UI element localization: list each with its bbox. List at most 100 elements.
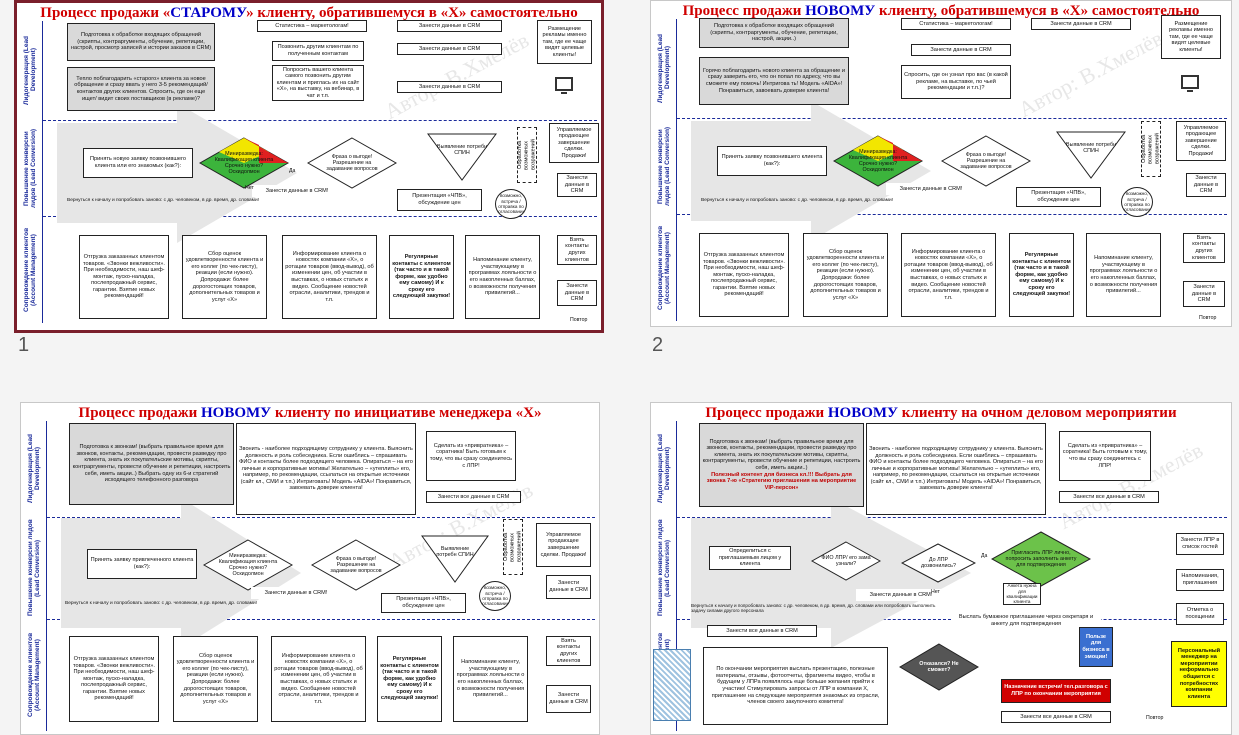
appointment-box: Назначение встречи/ тел.разговора с ЛПР … (1001, 679, 1111, 703)
take-contacts-box: Взять контакты других клиентов (546, 636, 591, 666)
attendance-box: Отметка о посещении (1176, 603, 1224, 625)
regular-contacts-box: Регулярные контакты с клиентом (так част… (1009, 233, 1074, 317)
slide-thumbnail-1[interactable]: Процесс продажи «СТАРОМУ» клиенту, обрат… (14, 0, 604, 333)
slide-thumbnail-2[interactable]: Процесс продажи НОВОМУ клиенту, обративш… (650, 0, 1232, 327)
lane-separator (47, 517, 595, 518)
prep-calls-box: Подготовка к звонкам! (выбрать правильно… (699, 423, 864, 507)
after-event-box: По окончании мероприятия выслать презент… (703, 647, 888, 725)
spin-triangle: Выявление потребн СПИН (427, 133, 497, 181)
yes-label: Да (981, 553, 988, 559)
lane-label-lead: Лидогенерация (Lead Development) (23, 35, 37, 105)
lane-separator (43, 120, 597, 121)
take-contacts-box: Взять контакты других клиентов (557, 235, 597, 265)
meeting-circle: возможно, встреча / отправка по согласов… (1121, 187, 1153, 217)
crm-box: Занести данные в CRM (1183, 281, 1225, 307)
benefit-phrase-diamond: Фраза о выгоде! Разрешение на задавание … (311, 539, 401, 591)
mini-recon-diamond: Минирaзведка: Квалификация клиента Срочн… (199, 137, 289, 189)
prep-box: Подготовка к обработке входящих обращени… (67, 23, 215, 61)
regular-contacts-box: Регулярные контакты с клиентом (так част… (389, 235, 454, 319)
slide-title: Процесс продажи НОВОМУ клиенту на очном … (705, 405, 1177, 421)
lane-separator (43, 216, 597, 217)
repeat-label: Повтор (570, 317, 588, 323)
accept-request-box: Принять заявку позвонившего клиента (как… (717, 146, 827, 176)
yes-label: Да (289, 168, 296, 174)
lane-label-lead: Лидогенерация (Lead Development) (657, 433, 671, 504)
accept-request-box: Принять заявку привлеченного клиента (ка… (87, 549, 197, 579)
accept-request-box: Принять новую заявку позвонившего клиент… (83, 148, 193, 178)
identify-person-box: Определиться с приглашаемым лицом у клие… (709, 546, 791, 570)
slide-thumbnail-4[interactable]: Процесс продажи НОВОМУ клиенту на очном … (650, 402, 1232, 735)
crm-box: Занести данные в CRM (397, 43, 502, 55)
invite-lpr-diamond: Пригласить ЛПР лично, попросить заполнит… (991, 531, 1091, 587)
lane-label-conversion: Повышение конверсии лидов (Lead Conversi… (657, 126, 671, 207)
deal-close-box: Управляемое продающее завершение сделки.… (536, 523, 591, 567)
lane-label-account: Сопровождение клиентов (Account Manageme… (27, 632, 41, 718)
call-others-box: Позвонить другим клиентам по полученным … (272, 41, 364, 61)
lane-label-conversion: Повышение конверсии лидов (Lead Conversi… (27, 519, 41, 617)
mini-recon-diamond: Минирaзведка: Квалификация клиента Срочн… (833, 135, 923, 187)
lane-label-conversion: Повышение конверсии лидов (Lead Conversi… (657, 519, 671, 617)
news-info-box: Информирование клиента о новостях компан… (901, 233, 996, 317)
call-best-person-box: Звонить - наиболее подходящему сотрудник… (866, 423, 1046, 515)
lane-label-lead: Лидогенерация (Lead Development) (27, 433, 41, 504)
regular-contacts-box: Регулярные контакты с клиентом (так част… (377, 636, 442, 722)
deal-close-box: Управляемое продающее завершение сделки.… (549, 123, 599, 163)
thank-old-client-box: Тепло поблагодарить «старого» клиента за… (67, 67, 215, 111)
lane-line (42, 21, 43, 323)
reminders-box: Напоминания, приглашения (1176, 569, 1224, 591)
crm-box: Занести все данные в CRM (1059, 491, 1159, 503)
slide-title: Процесс продажи «СТАРОМУ» клиенту, обрат… (40, 5, 578, 21)
pattern-icon (653, 649, 691, 721)
lane-label-lead: Лидогенерация (Lead Development) (657, 33, 671, 103)
back-to-start-label: Вернуться к началу и попробовать заново:… (701, 198, 893, 203)
back-to-start-label: Вернуться к началу и попробовать заново:… (67, 198, 259, 203)
shipment-box: Отгрузка заказанных клиентом товаров. «З… (69, 636, 159, 722)
computer-icon (555, 77, 573, 94)
lane-separator (677, 517, 1227, 518)
ads-box: Размещение рекламы именно там, где ее ча… (537, 20, 592, 64)
crm-box: Занести данные в CRM! (251, 587, 341, 599)
slide-thumbnail-3[interactable]: Процесс продажи НОВОМУ клиенту по инициа… (20, 402, 600, 735)
computer-icon (1181, 75, 1199, 92)
ask-source-box: Спросить, где он узнал про вас (в какой … (901, 65, 1011, 99)
lane-line (46, 421, 47, 731)
news-info-box: Информирование клиента о новостях компан… (271, 636, 366, 722)
watermark: Автор: В.Хмелёв (1014, 25, 1167, 123)
lane-line (676, 421, 677, 731)
crm-box: Занести данные в CRM (911, 44, 1011, 56)
lane-line (676, 19, 677, 321)
reached-lpr-diamond: До ЛПР дозвонились? (901, 543, 976, 583)
anketa-note-box: Анкета нужна для квалификации клиента (1003, 583, 1041, 605)
shipment-box: Отгрузка заказанных клиентом товаров. «З… (79, 235, 169, 319)
satisfaction-box: Сбор оценок удовлетворенности клиента и … (803, 233, 888, 317)
watermark: Автор: В.Хмелёв (380, 27, 533, 125)
deal-close-box: Управляемое продающее завершение сделки.… (1176, 121, 1226, 161)
spin-triangle: Выявление потребн СПИН (1056, 131, 1126, 179)
gatekeeper-box: Сделать из «привратника» – соратника! Бы… (426, 431, 516, 481)
crm-guests-box: Занести ЛПР в список гостей (1176, 533, 1224, 555)
lane-label-account: Сопровождение клиентов (Account Manageme… (23, 227, 37, 313)
gift-box: Пользе для бизнеса в эмоции! (1079, 627, 1113, 667)
lane-separator (677, 214, 1227, 215)
crm-box: Занести данные в CRM (397, 20, 502, 32)
send-invitation-box: Выслать бумажное приглашение через секре… (951, 611, 1101, 631)
slide-title: Процесс продажи НОВОМУ клиенту по инициа… (78, 405, 542, 421)
meeting-circle: возможно, встреча / отправка по согласов… (479, 581, 511, 611)
slide-number-2: 2 (652, 334, 664, 356)
loyalty-reminder-box: Напоминание клиенту, участвующему в прог… (453, 636, 528, 722)
crm-box: Занести данные в CRM! (252, 185, 342, 197)
flow-arrow-background (691, 498, 971, 648)
no-label: Нет (931, 589, 940, 595)
presentation-box: Презентация «ЧПВ», обсуждение цен (381, 593, 466, 613)
no-label: Нет (245, 185, 254, 191)
crm-box: Занести все данные в CRM (1001, 711, 1111, 723)
lane-label-conversion: Повышение конверсии лидов (Lead Conversi… (23, 128, 37, 209)
presentation-box: Презентация «ЧПВ», обсуждение цен (1016, 187, 1101, 207)
crm-box: Занести данные в CRM! (886, 183, 976, 195)
prep-box: Подготовка к обработке входящих обращени… (699, 18, 849, 48)
gatekeeper-box: Сделать из «привратника» – соратника! Бы… (1059, 431, 1151, 481)
objections-box: Обработка возможных возражений (1141, 121, 1161, 177)
take-contacts-box: Взять контакты других клиентов (1183, 233, 1225, 263)
crm-box: Занести данные в CRM (557, 280, 597, 306)
fio-known-diamond: ФИО ЛПР/ его зама узнали? (811, 541, 881, 581)
